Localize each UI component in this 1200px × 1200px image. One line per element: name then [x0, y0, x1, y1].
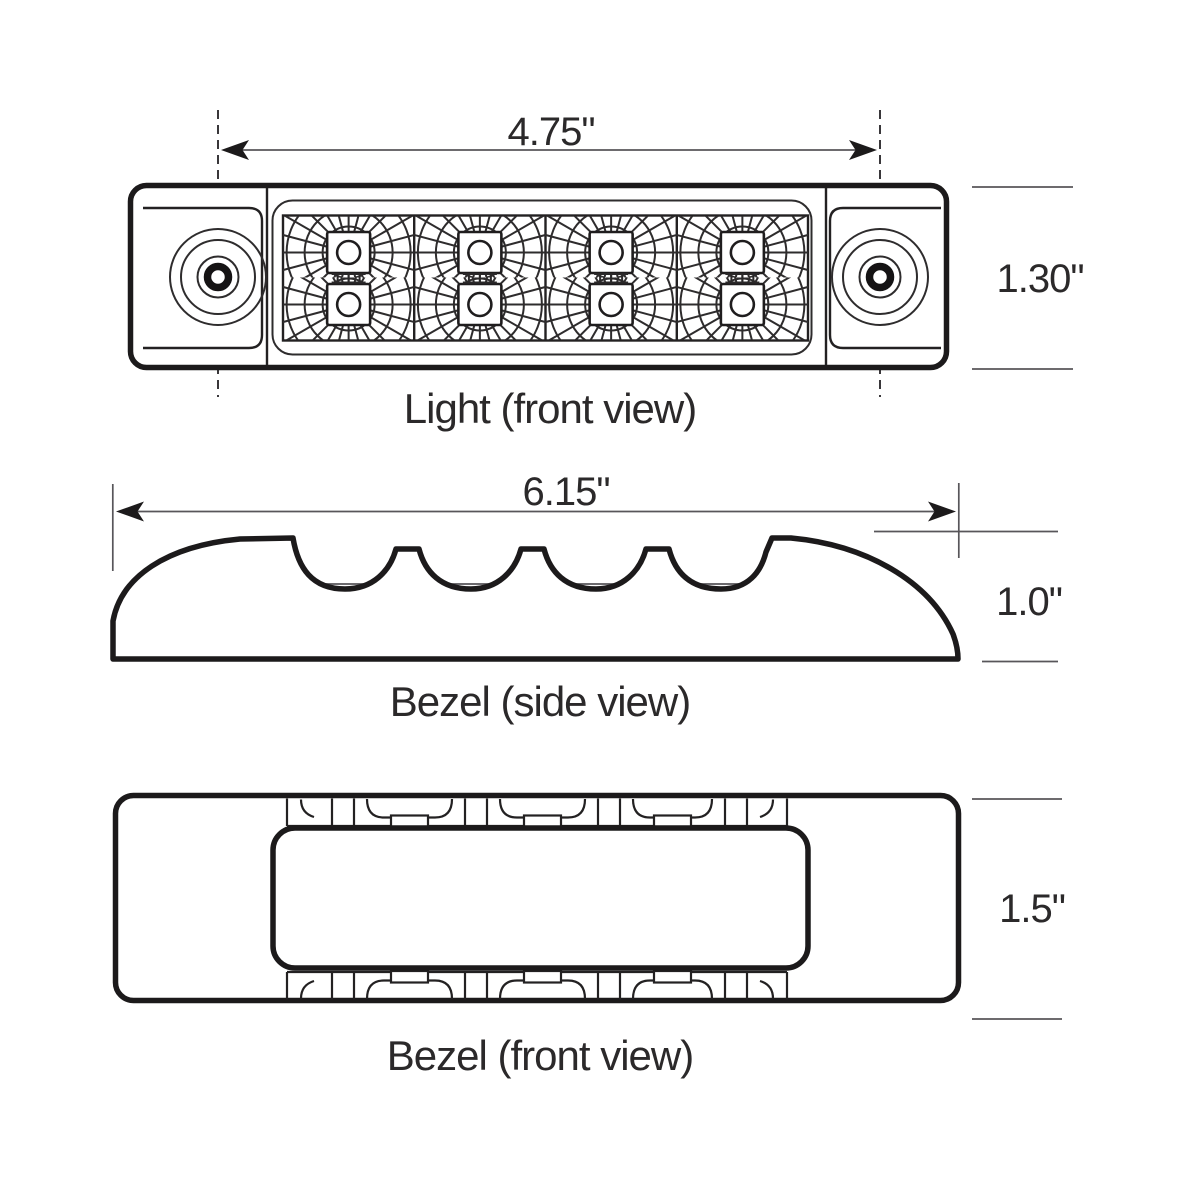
bezel-side-view	[110, 483, 1058, 663]
led-lens	[729, 239, 756, 266]
led-lens	[335, 291, 362, 318]
bezel-side-profile	[110, 535, 961, 662]
width-dim-bezel: 6.15"	[522, 470, 609, 514]
led-connector	[725, 273, 760, 284]
dimension-1-5	[972, 798, 1062, 1020]
right-screw-hole	[865, 262, 895, 292]
lens-outline	[271, 199, 813, 356]
dimension-6-15	[111, 483, 960, 571]
arrowhead-left-icon	[116, 501, 144, 522]
dimension-1-30	[972, 186, 1073, 370]
led-emitters	[325, 230, 766, 327]
led-lens	[729, 291, 756, 318]
led-lens	[467, 239, 493, 266]
bezel-clip-bands	[285, 798, 789, 1000]
arrowhead-left-icon	[221, 140, 249, 160]
light-front-label: Light (front view)	[404, 385, 696, 432]
arrowhead-right-icon	[849, 140, 877, 160]
height-dim-bezel-side: 1.0"	[996, 580, 1062, 624]
bezel-opening-outline	[270, 825, 811, 971]
height-dim-bezel-front: 1.5"	[999, 887, 1065, 931]
width-dim-light: 4.75"	[507, 110, 594, 154]
led-connector	[462, 273, 497, 284]
led-connector	[594, 273, 629, 284]
clip-tab	[522, 969, 563, 984]
arrowhead-right-icon	[928, 501, 956, 522]
left-mount-pad	[143, 206, 264, 350]
led-connector	[331, 273, 366, 284]
led-lens	[335, 239, 362, 266]
annotations: 4.75" 1.30" Light (front view) 6.15" 1.0…	[387, 110, 1085, 1079]
clip-tab	[389, 969, 430, 984]
right-screw	[831, 228, 929, 326]
left-screw-hole	[203, 262, 233, 292]
bezel-outer-outline	[112, 792, 962, 1004]
dimension-1-0	[874, 530, 1058, 663]
led-lens	[598, 239, 624, 266]
led-panel-outline	[281, 214, 810, 342]
right-mount-pad	[828, 206, 941, 350]
clip-tab	[652, 969, 693, 984]
left-screw	[169, 228, 267, 326]
bezel-side-label: Bezel (side view)	[390, 678, 690, 725]
height-dim-light: 1.30"	[996, 257, 1083, 301]
led-lens	[598, 291, 624, 318]
bezel-front-label: Bezel (front view)	[387, 1032, 693, 1079]
clip-band-bottom	[285, 969, 789, 1000]
light-front-view	[127, 110, 1073, 397]
dimension-4-75	[221, 140, 877, 160]
bezel-front-view	[112, 792, 1062, 1020]
led-lens	[467, 291, 493, 318]
